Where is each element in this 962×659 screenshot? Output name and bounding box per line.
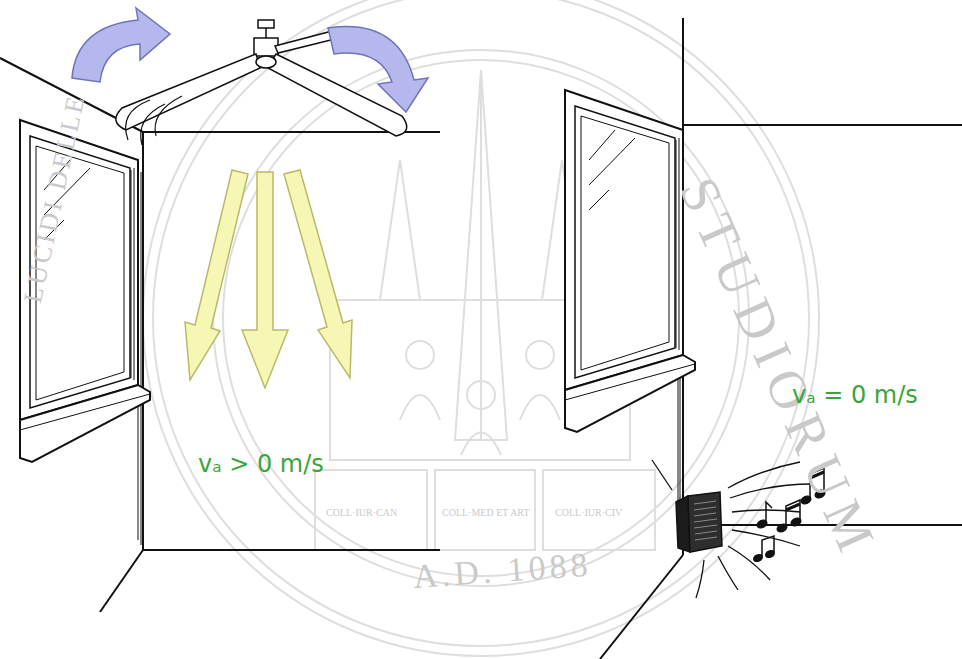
ceiling-fan: [256, 56, 276, 68]
watermark-text: COLL·IUR·CIV: [555, 508, 622, 518]
seal-watermark: [406, 341, 434, 369]
sound-waves: [730, 484, 812, 498]
seal-watermark: [143, 0, 819, 656]
velocity-label: vₐ > 0 m/s: [198, 452, 324, 476]
watermark-text: COLL·IUR·CAN: [326, 508, 397, 518]
airflow-arrow: [185, 170, 352, 388]
seal-watermark: [380, 160, 420, 300]
seal-watermark: [455, 70, 507, 440]
airflow-arrow: [242, 172, 288, 388]
seal-watermark: [480, 70, 482, 440]
rotation-arrow: [72, 8, 428, 112]
watermark-text: STUDIORUM: [671, 170, 888, 567]
seal-watermark: [543, 470, 655, 550]
sound-waves: [652, 460, 812, 598]
sound-waves: [728, 462, 800, 488]
left-room: [100, 550, 143, 612]
watermark-text: COLL·MED ET ART: [442, 508, 530, 518]
rotation-arrow: [72, 8, 170, 82]
rotation-arrow: [328, 27, 428, 112]
music-note: [786, 504, 800, 510]
left-room: [143, 549, 440, 551]
seal-watermark: [315, 470, 427, 550]
seal-watermark: [435, 470, 535, 550]
music-note: [766, 502, 772, 522]
sound-waves: [718, 556, 738, 590]
ceiling-fan: [254, 38, 278, 56]
window: [565, 90, 695, 432]
loudspeaker: [688, 492, 722, 552]
loudspeaker: [694, 501, 717, 540]
sound-waves: [696, 560, 704, 598]
seal-watermark: [143, 0, 819, 656]
loudspeaker: [676, 492, 722, 552]
seal-watermark: [526, 341, 554, 369]
seal-watermark: [400, 395, 560, 455]
watermark-text: LUCIDI DELLE: [20, 92, 90, 306]
sound-waves: [652, 460, 672, 490]
right-room: [600, 555, 683, 659]
ceiling-fan: [258, 20, 274, 28]
music-note: [786, 500, 800, 526]
ceiling-fan: [126, 96, 182, 145]
right-room: [683, 124, 962, 126]
left-room: [0, 58, 440, 612]
airflow-arrow: [284, 170, 352, 378]
music-note: [762, 536, 774, 556]
sound-waves: [728, 546, 770, 580]
ceiling-fan: [116, 54, 260, 130]
seal-watermark: [467, 381, 495, 409]
velocity-label: vₐ = 0 m/s: [792, 383, 918, 407]
seal-watermark: [213, 50, 749, 586]
left-room: [142, 132, 144, 550]
airflow-arrow: [185, 170, 248, 380]
seal-watermark: [223, 60, 739, 576]
watermark-text: A.D. 1088: [412, 548, 593, 594]
